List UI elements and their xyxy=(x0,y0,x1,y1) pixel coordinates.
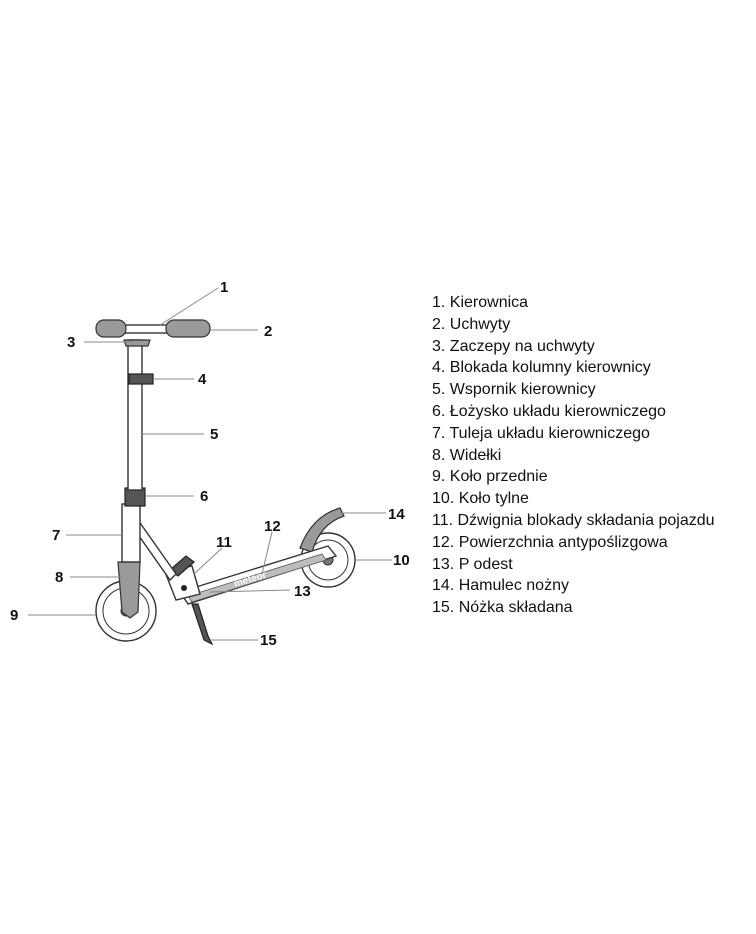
legend-item: 4. Blokada kolumny kierownicy xyxy=(432,359,651,377)
legend-item: 9. Koło przednie xyxy=(432,468,548,486)
callout-3: 3 xyxy=(67,334,75,351)
handlebar-stem xyxy=(127,339,143,491)
callout-14: 14 xyxy=(388,506,405,523)
legend-item: 2. Uchwyty xyxy=(432,315,511,333)
steering-tube xyxy=(121,503,141,563)
legend-item: 14. Hamulec nożny xyxy=(432,577,569,595)
callout-5: 5 xyxy=(210,426,218,443)
callout-10: 10 xyxy=(393,552,410,569)
callout-9: 9 xyxy=(10,607,18,624)
callout-6: 6 xyxy=(200,488,208,505)
callout-13: 13 xyxy=(294,583,311,600)
deck: meteor xyxy=(178,545,338,605)
legend-item: 15. Nóżka składana xyxy=(432,599,573,617)
callout-4: 4 xyxy=(198,371,207,388)
legend-item: 6. Łożysko układu kierowniczego xyxy=(432,402,666,420)
rear-fender-brake xyxy=(299,507,345,553)
legend-item: 10. Koło tylne xyxy=(432,490,529,508)
legend-item: 8. Widełki xyxy=(432,446,502,464)
callout-2: 2 xyxy=(264,323,272,340)
legend-item: 5. Wspornik kierownicy xyxy=(432,381,596,399)
kickstand xyxy=(191,603,214,646)
callout-1: 1 xyxy=(220,279,228,296)
callout-7: 7 xyxy=(52,527,60,544)
legend-item: 13. P odest xyxy=(432,555,513,573)
steering-bearing xyxy=(124,487,146,507)
legend-item: 7. Tuleja układu kierowniczego xyxy=(432,424,650,442)
grip-hooks xyxy=(123,339,151,347)
callout-8: 8 xyxy=(55,569,63,586)
legend-item: 11. Dźwignia blokady składania pojazdu xyxy=(432,511,715,529)
parts-legend: 1. Kierownica 2. Uchwyty 3. Zaczepy na u… xyxy=(432,292,715,619)
handlebar xyxy=(95,319,211,338)
leader-lines xyxy=(28,287,392,641)
legend-item: 1. Kierownica xyxy=(432,294,529,311)
callout-numbers: 1 2 3 4 5 6 7 8 9 10 11 12 13 14 15 xyxy=(10,279,410,649)
callout-11: 11 xyxy=(216,534,232,551)
legend-item: 12. Powierzchnia antypoślizgowa xyxy=(432,533,668,551)
stem-lock xyxy=(128,373,154,385)
callout-15: 15 xyxy=(260,632,277,649)
fork xyxy=(117,561,141,619)
legend-item: 3. Zaczepy na uchwyty xyxy=(432,337,595,355)
callout-12: 12 xyxy=(264,518,281,535)
